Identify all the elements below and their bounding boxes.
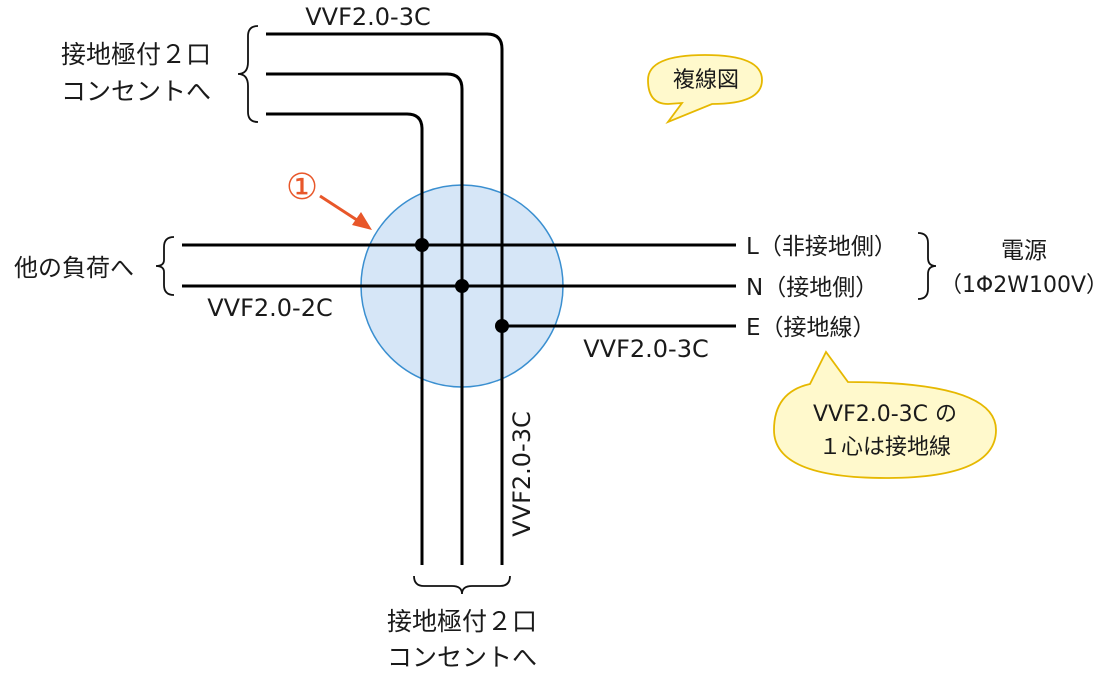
wire-top-inner [266,112,424,565]
wire-top-middle [266,72,464,565]
brace-bottom [413,575,511,595]
connection-dot-N [455,279,469,293]
outlet-bottom-line1: 接地極付２口 [387,607,537,636]
brace-left [155,236,175,296]
line-N-label: N（接地側） [746,275,878,301]
marker-arrow-shaft [319,194,361,224]
cable-bottom-label: VVF2.0-3C [508,411,536,537]
line-L-label: L（非接地側） [746,234,897,260]
callout-diagram-bubble [647,54,763,125]
callout-diagram-text: 複線図 [673,68,739,93]
power-label-line2: （1Φ2W100V） [940,273,1108,298]
wire-top-outer [266,32,504,565]
cable-right-label: VVF2.0-3C [583,335,709,363]
brace-right [917,232,937,300]
marker-arrow-head [352,212,372,230]
line-E-label: E（接地線） [746,315,876,341]
callout-ground-line1: VVF2.0-3C の [813,402,957,427]
connection-dot-E [495,319,509,333]
marker-number: ① [286,167,318,208]
brace-top-left [237,25,259,123]
callout-ground-bubble [773,350,997,479]
other-load-label: 他の負荷へ [14,254,134,282]
cable-left-label: VVF2.0-2C [207,294,333,322]
power-label-line1: 電源 [1001,238,1047,264]
connection-dot-L [415,238,429,252]
callout-ground-line2: １心は接地線 [819,435,951,460]
cable-top-label: VVF2.0-3C [305,3,431,31]
outlet-bottom-line2: コンセントへ [387,643,537,672]
outlet-top-line1: 接地極付２口 [61,40,211,69]
outlet-top-line2: コンセントへ [61,77,211,106]
